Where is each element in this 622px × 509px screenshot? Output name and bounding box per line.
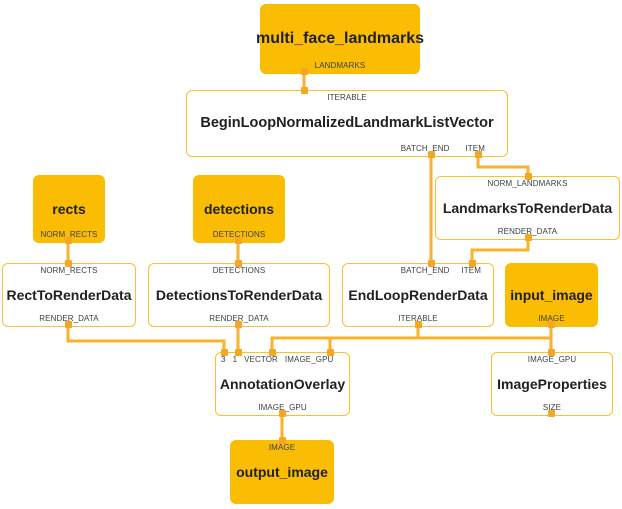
- pin-outputimage-in[interactable]: [278, 436, 286, 444]
- node-title-RectToRenderData: RectToRenderData: [6, 286, 132, 303]
- wire-recttorender-to-overlay-3: [66, 325, 226, 354]
- node-title-LandmarksToRenderData: LandmarksToRenderData: [442, 199, 613, 216]
- pin-overlay-imagegpu-in[interactable]: [326, 348, 334, 356]
- pin-beginloop-batchend-out[interactable]: [427, 150, 435, 158]
- port-in-DetectionsToRenderData-DETECTIONS[interactable]: DETECTIONS: [212, 266, 266, 275]
- pin-beginloop-item-out[interactable]: [474, 150, 482, 158]
- node-title-BeginLoopNormalizedLandmarkListVector: BeginLoopNormalizedLandmarkListVector: [200, 114, 494, 131]
- input-ports-RectToRenderData: NORM_RECTS: [3, 267, 135, 275]
- pin-endloop-iterable-out[interactable]: [414, 320, 422, 328]
- port-in-EndLoopRenderData-ITEM[interactable]: ITEM: [461, 266, 481, 275]
- node-title-output_image: output_image: [236, 463, 328, 480]
- node-title-multi_face_landmarks: multi_face_landmarks: [255, 29, 425, 47]
- node-title-detections: detections: [203, 200, 274, 217]
- node-title-rects: rects: [52, 200, 86, 217]
- pin-overlay-3-in[interactable]: [220, 348, 228, 356]
- node-title-EndLoopRenderData: EndLoopRenderData: [348, 286, 488, 303]
- node-BeginLoopNormalizedLandmarkListVector[interactable]: ITERABLE BeginLoopNormalizedLandmarkListV…: [186, 90, 508, 157]
- port-out-multi_face_landmarks-LANDMARKS[interactable]: LANDMARKS: [314, 61, 366, 70]
- pin-imageproperties-out[interactable]: [547, 409, 555, 417]
- input-ports-LandmarksToRenderData: NORM_LANDMARKS: [436, 180, 619, 188]
- input-ports-output_image: IMAGE: [231, 444, 333, 452]
- node-title-DetectionsToRenderData: DetectionsToRenderData: [155, 286, 323, 303]
- port-in-AnnotationOverlay-3[interactable]: 3: [221, 355, 226, 364]
- pin-detectionsrender-in[interactable]: [234, 259, 242, 267]
- pin-endloop-item-in[interactable]: [468, 259, 476, 267]
- wire-inputimage-to-overlay-imagegpu: [328, 325, 553, 354]
- port-out-BeginLoopNormalizedLandmarkListVector-BATCH_END[interactable]: BATCH_END: [400, 144, 450, 153]
- pin-beginloop-iterable-in[interactable]: [300, 86, 308, 94]
- pin-recttorender-in[interactable]: [64, 259, 72, 267]
- port-in-AnnotationOverlay-VECTOR[interactable]: VECTOR: [244, 355, 278, 364]
- port-in-RectToRenderData-NORM_RECTS[interactable]: NORM_RECTS: [40, 266, 98, 275]
- node-title-input_image: input_image: [510, 286, 593, 303]
- port-in-BeginLoopNormalizedLandmarkListVector-ITERABLE[interactable]: ITERABLE: [327, 93, 367, 102]
- wire-beginloop-item-to-landmarksrender: [476, 155, 530, 178]
- output-ports-multi_face_landmarks: LANDMARKS: [261, 62, 419, 70]
- node-title-AnnotationOverlay: AnnotationOverlay: [219, 375, 346, 392]
- pin-inputimage-out[interactable]: [547, 320, 555, 328]
- input-ports-BeginLoopNormalizedLandmarkListVector: ITERABLE: [187, 94, 507, 102]
- input-ports-ImageProperties: IMAGE_GPU: [492, 356, 612, 364]
- port-in-AnnotationOverlay-IMAGE_GPU[interactable]: IMAGE_GPU: [284, 355, 334, 364]
- pin-detectionsrender-out[interactable]: [234, 320, 242, 328]
- pin-overlay-1-in[interactable]: [234, 348, 242, 356]
- port-in-output_image-IMAGE[interactable]: IMAGE: [268, 443, 296, 452]
- pin-imageproperties-in[interactable]: [547, 348, 555, 356]
- pin-recttorender-out[interactable]: [64, 320, 72, 328]
- pin-rects-out[interactable]: [64, 236, 72, 244]
- node-title-ImageProperties: ImageProperties: [497, 375, 607, 392]
- pin-overlay-vector-in[interactable]: [268, 348, 276, 356]
- input-ports-DetectionsToRenderData: DETECTIONS: [149, 267, 329, 275]
- pin-landmarksrender-out[interactable]: [524, 233, 532, 241]
- pin-overlay-out[interactable]: [278, 409, 286, 417]
- port-in-ImageProperties-IMAGE_GPU[interactable]: IMAGE_GPU: [527, 355, 577, 364]
- pin-endloop-batchend-in[interactable]: [427, 259, 435, 267]
- port-in-LandmarksToRenderData-NORM_LANDMARKS[interactable]: NORM_LANDMARKS: [487, 179, 568, 188]
- port-in-AnnotationOverlay-1[interactable]: 1: [232, 355, 238, 364]
- input-ports-EndLoopRenderData: BATCH_END ITEM: [343, 267, 493, 275]
- pin-multi-face-landmarks-out[interactable]: [300, 67, 308, 75]
- pin-landmarksrender-in[interactable]: [524, 172, 532, 180]
- wire-landmarksrender-to-endloop-item: [470, 238, 530, 265]
- port-in-EndLoopRenderData-BATCH_END[interactable]: BATCH_END: [400, 266, 450, 275]
- pin-detections-out[interactable]: [234, 236, 242, 244]
- node-output_image[interactable]: IMAGE output_image: [230, 440, 334, 504]
